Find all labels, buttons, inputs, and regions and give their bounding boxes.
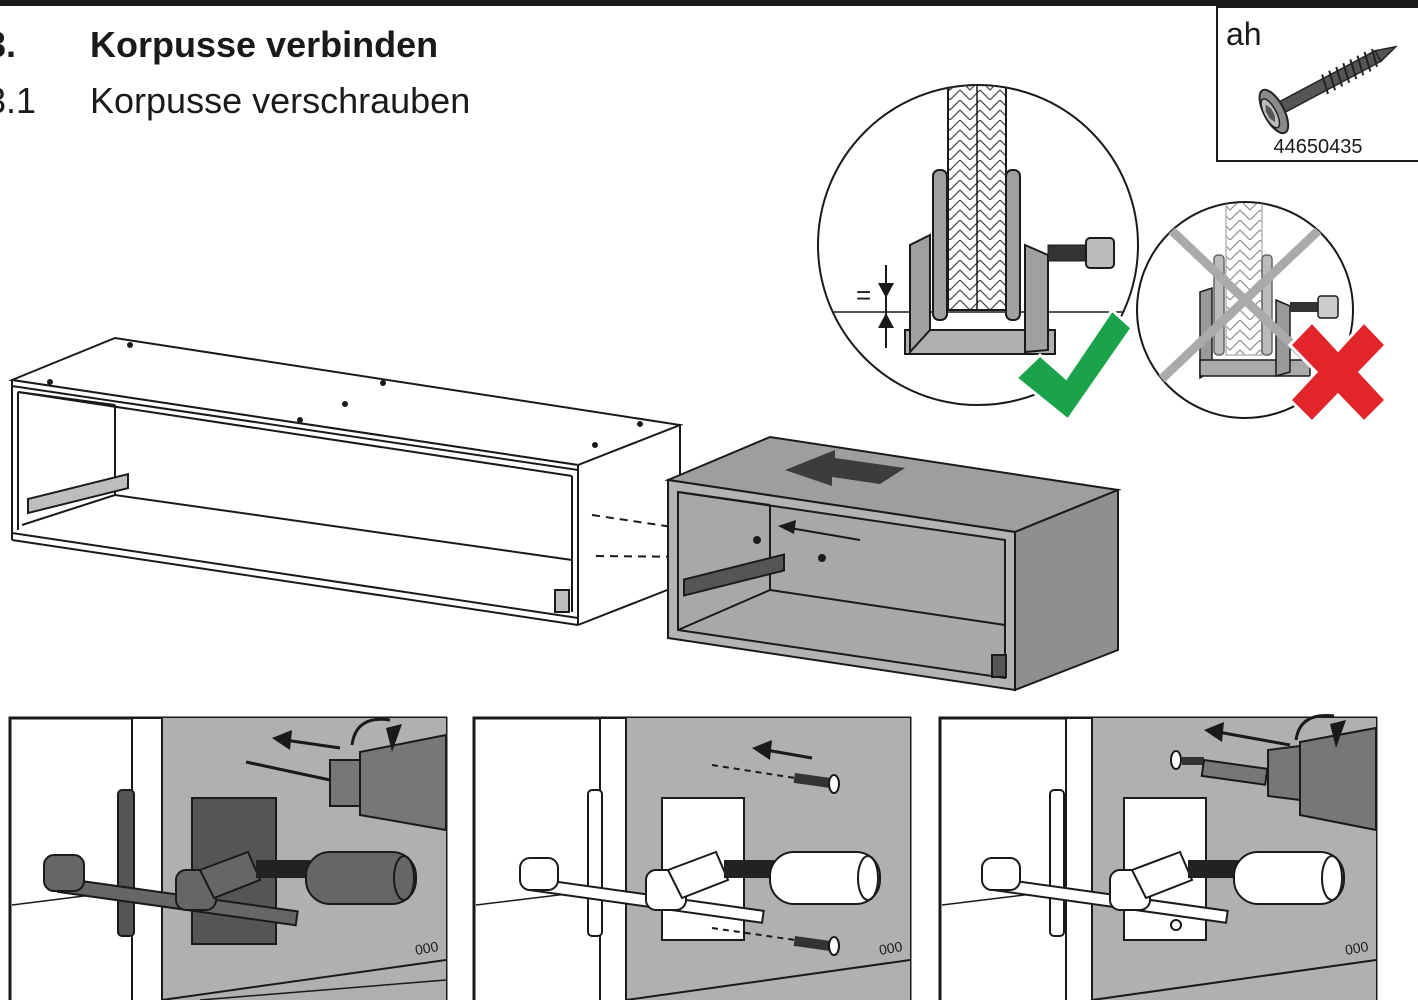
- section-title: Korpusse verbinden: [90, 24, 439, 65]
- step-panel-screw: 000: [472, 716, 912, 1000]
- part-label: ah: [1226, 16, 1262, 52]
- rotation-arrow-icon: [350, 717, 391, 746]
- screw-icon: [1258, 45, 1399, 135]
- detail-incorrect: [1136, 201, 1354, 419]
- svg-text:000: 000: [1344, 938, 1370, 958]
- step-panel-drill: 000: [8, 716, 448, 1000]
- part-number: 44650435: [1273, 136, 1363, 158]
- checkmark-icon: [1013, 307, 1134, 423]
- section-number: 3.: [0, 24, 17, 65]
- subsection-title: Korpusse verschrauben: [90, 80, 471, 121]
- right-cabinet: [664, 435, 1122, 692]
- svg-text:000: 000: [414, 938, 440, 958]
- svg-text:=: =: [856, 280, 871, 310]
- cross-icon: [1287, 319, 1389, 425]
- clamp-icon: [43, 850, 417, 927]
- left-cabinet: [8, 336, 684, 626]
- step-panel-fasten: 000: [938, 714, 1378, 1000]
- subsection-number: 3.1: [0, 80, 37, 121]
- svg-text:000: 000: [878, 938, 904, 958]
- drill-icon: [245, 733, 447, 832]
- part-box: ah 44650435: [1216, 6, 1418, 162]
- top-rule: [0, 0, 1418, 6]
- detail-correct: =: [817, 84, 1139, 406]
